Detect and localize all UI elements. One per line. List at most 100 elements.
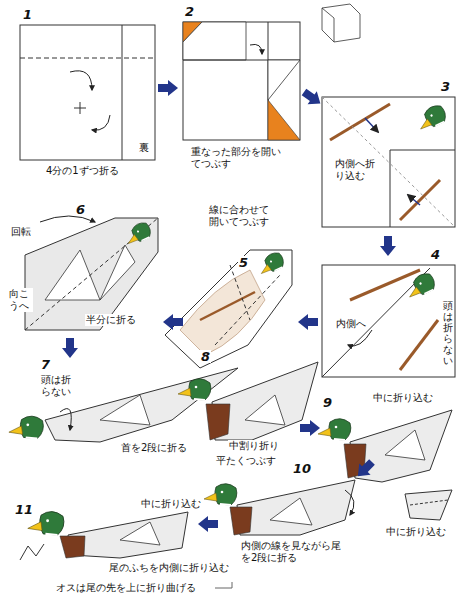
square-paper-part	[322, 265, 455, 377]
folded-paper-part	[165, 250, 292, 368]
step-arrow-part	[62, 338, 78, 358]
square-paper-part	[80, 102, 81, 114]
square-paper-part	[348, 330, 372, 346]
step-number: 4	[430, 248, 441, 261]
instruction-note: 尾のふちを内側に折り込む	[108, 562, 230, 574]
instruction-note: 中割り折り	[228, 440, 280, 452]
instruction-note: 裏	[138, 142, 150, 154]
step-arrow-part	[298, 314, 318, 330]
duck-fold-part	[237, 480, 355, 535]
folded-paper-part	[180, 270, 265, 355]
square-paper-part	[334, 18, 335, 42]
instruction-note: 首を2段に折る	[120, 442, 188, 454]
duck-fold-part	[345, 490, 354, 515]
instruction-note: 中に折り込む	[140, 498, 202, 510]
step-number: 9	[322, 396, 333, 409]
instruction-note: 頭は折らない	[40, 374, 75, 398]
folded-paper	[165, 250, 292, 368]
duck-fold-part	[230, 507, 252, 535]
instruction-note: 中に折り込む	[372, 392, 434, 404]
step-arrow-part	[299, 85, 325, 110]
step-number: 11	[14, 503, 34, 516]
step-arrow-part	[352, 456, 377, 481]
square-paper-part	[365, 118, 378, 132]
duck-fold-part	[120, 522, 160, 545]
duck-fold-part	[405, 490, 452, 520]
folded-paper-part	[215, 275, 280, 345]
square-paper-part	[390, 150, 391, 227]
square-paper-part	[92, 115, 110, 130]
duck-fold-part	[100, 395, 150, 425]
duck-fold-part	[60, 409, 71, 430]
square-paper-part	[322, 97, 455, 227]
square-paper-part	[350, 270, 420, 300]
folded-paper-part	[122, 220, 153, 248]
folded-paper-part	[255, 250, 286, 278]
square-paper	[322, 265, 455, 377]
square-paper-part	[408, 195, 420, 205]
duck-fold-part	[270, 498, 312, 525]
square-paper-part	[268, 100, 300, 140]
instruction-note: オスは尾の先を上に折り曲げる	[55, 582, 197, 594]
square-paper-part	[250, 44, 262, 54]
instruction-note: 中に折り込む	[385, 526, 447, 538]
square-paper-part	[70, 71, 92, 90]
duck-fold-part	[206, 404, 230, 440]
folded-paper-part	[40, 216, 95, 222]
step-number: 1	[22, 8, 33, 21]
duck-fold-part	[20, 544, 44, 560]
instruction-note: 4分の1ずつ折る	[45, 165, 120, 177]
step-number: 7	[40, 358, 51, 371]
duck-fold-part	[178, 379, 211, 400]
folded-paper-part	[200, 292, 255, 320]
step-number: 6	[75, 203, 86, 216]
instruction-note: 平たくつぶす	[215, 455, 277, 467]
duck-fold	[204, 480, 355, 535]
square-paper-part	[403, 270, 438, 301]
step-arrow-part	[380, 236, 396, 256]
instruction-note: 内側へ折り込む	[334, 158, 379, 182]
duck-fold	[9, 368, 238, 442]
square-paper-part	[322, 97, 455, 227]
square-paper-part	[330, 104, 390, 140]
step-number: 3	[440, 80, 451, 93]
folded-paper-part	[45, 250, 100, 300]
step-arrow	[62, 80, 396, 532]
duck-fold-part	[68, 512, 188, 558]
square-paper-part	[183, 22, 246, 60]
square-paper-part	[400, 320, 438, 370]
duck-fold-part	[9, 416, 43, 438]
step-arrow-part	[300, 420, 320, 436]
instruction-note: 向こうへ	[8, 288, 33, 312]
duck-fold-part	[410, 500, 448, 505]
duck-fold	[20, 512, 232, 588]
step-number: 8	[200, 350, 211, 363]
step-arrow-part	[158, 80, 178, 96]
duck-fold-part	[215, 582, 232, 588]
step-number: 5	[238, 256, 249, 269]
square-paper-part	[20, 58, 155, 59]
folded-paper-part	[100, 245, 135, 300]
square-paper-part	[183, 22, 300, 140]
folded-paper-part	[230, 265, 250, 320]
square-paper-part	[122, 25, 123, 160]
instruction-note: 頭は折らない	[442, 300, 454, 366]
duck-fold-part	[245, 395, 285, 425]
square-paper-part	[414, 102, 449, 133]
folded-paper	[25, 216, 158, 330]
duck-fold-part	[385, 430, 425, 460]
instruction-note: 線に合わせて開いてつぶす	[208, 204, 276, 228]
folded-paper-part	[25, 218, 158, 330]
instruction-note: 回転	[10, 226, 32, 238]
step-arrow-part	[198, 516, 218, 532]
duck-fold-part	[318, 419, 351, 440]
instruction-note: 内側の線を見ながら尾を2段に折る	[240, 540, 345, 564]
square-paper-part	[400, 180, 440, 220]
square-paper-part	[268, 60, 300, 100]
folded-paper-part	[25, 218, 158, 330]
square-paper	[322, 97, 455, 227]
step-arrow-part	[163, 314, 183, 330]
square-paper-part	[20, 25, 155, 160]
